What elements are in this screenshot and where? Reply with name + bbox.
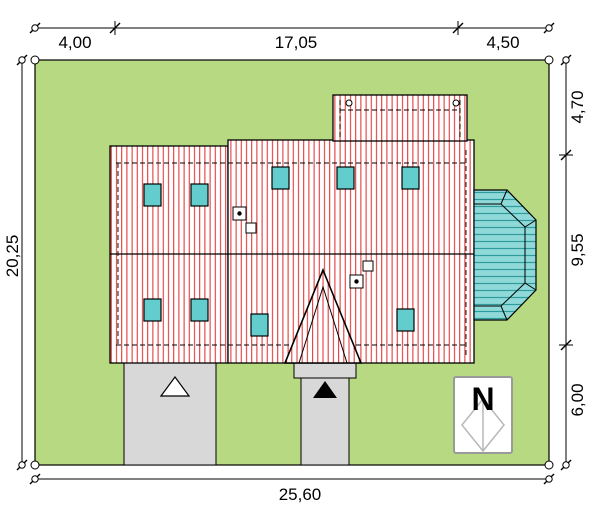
dimension-labels: 4,00 17,05 4,50 20,25 4,70 9,55 6,00 25,… — [3, 33, 587, 504]
plot-corner-marker — [544, 460, 554, 470]
dimension-label-right-bottom: 6,00 — [568, 383, 587, 416]
dimension-label-right-top: 4,70 — [568, 90, 587, 123]
bay-window-roof — [473, 189, 537, 321]
compass-north-letter: N — [471, 381, 494, 417]
entrance-walkway — [293, 362, 357, 466]
dimension-label-top-middle: 17,05 — [275, 33, 318, 52]
dimension-label-top-left: 4,00 — [58, 33, 91, 52]
driveway-paving — [123, 362, 217, 466]
main-entry-arrow-icon — [313, 381, 337, 398]
walkway-paving — [300, 377, 350, 466]
skylights — [143, 166, 420, 337]
dimension-end-markers — [18, 24, 570, 483]
chimneys — [232, 206, 374, 289]
dimension-label-right-middle: 9,55 — [568, 233, 587, 266]
plot-corner-marker — [30, 460, 40, 470]
skylight — [143, 183, 162, 207]
roof-vent-icon — [452, 99, 460, 107]
roof-rear-extension — [332, 94, 468, 142]
skylight — [250, 313, 269, 337]
skylight — [190, 298, 209, 322]
chimney — [362, 260, 374, 272]
entrance-stoop — [293, 362, 357, 379]
north-compass-icon: N — [453, 376, 513, 454]
chimney — [245, 222, 257, 234]
driveway — [123, 362, 217, 466]
skylight — [190, 183, 209, 207]
skylight — [143, 298, 162, 322]
chimney-flue-dot — [354, 279, 359, 284]
dimension-lines — [16, 21, 573, 485]
roof-vent-icon — [345, 99, 353, 107]
plot-corner-marker — [30, 55, 40, 65]
dimension-label-left: 20,25 — [3, 235, 22, 278]
entrance-gable-roof — [283, 267, 363, 364]
dimension-label-bottom: 25,60 — [279, 485, 322, 504]
plot-corner-marker — [544, 55, 554, 65]
garage-entry-arrow-icon — [159, 375, 191, 397]
skylight — [401, 166, 420, 190]
chimney-flue-dot — [237, 211, 242, 216]
house-roof — [109, 94, 537, 364]
skylight — [396, 308, 415, 332]
skylight — [271, 166, 290, 190]
wall-outline-dashed — [116, 100, 467, 355]
skylight — [336, 166, 355, 190]
dimension-label-top-right: 4,50 — [486, 33, 519, 52]
